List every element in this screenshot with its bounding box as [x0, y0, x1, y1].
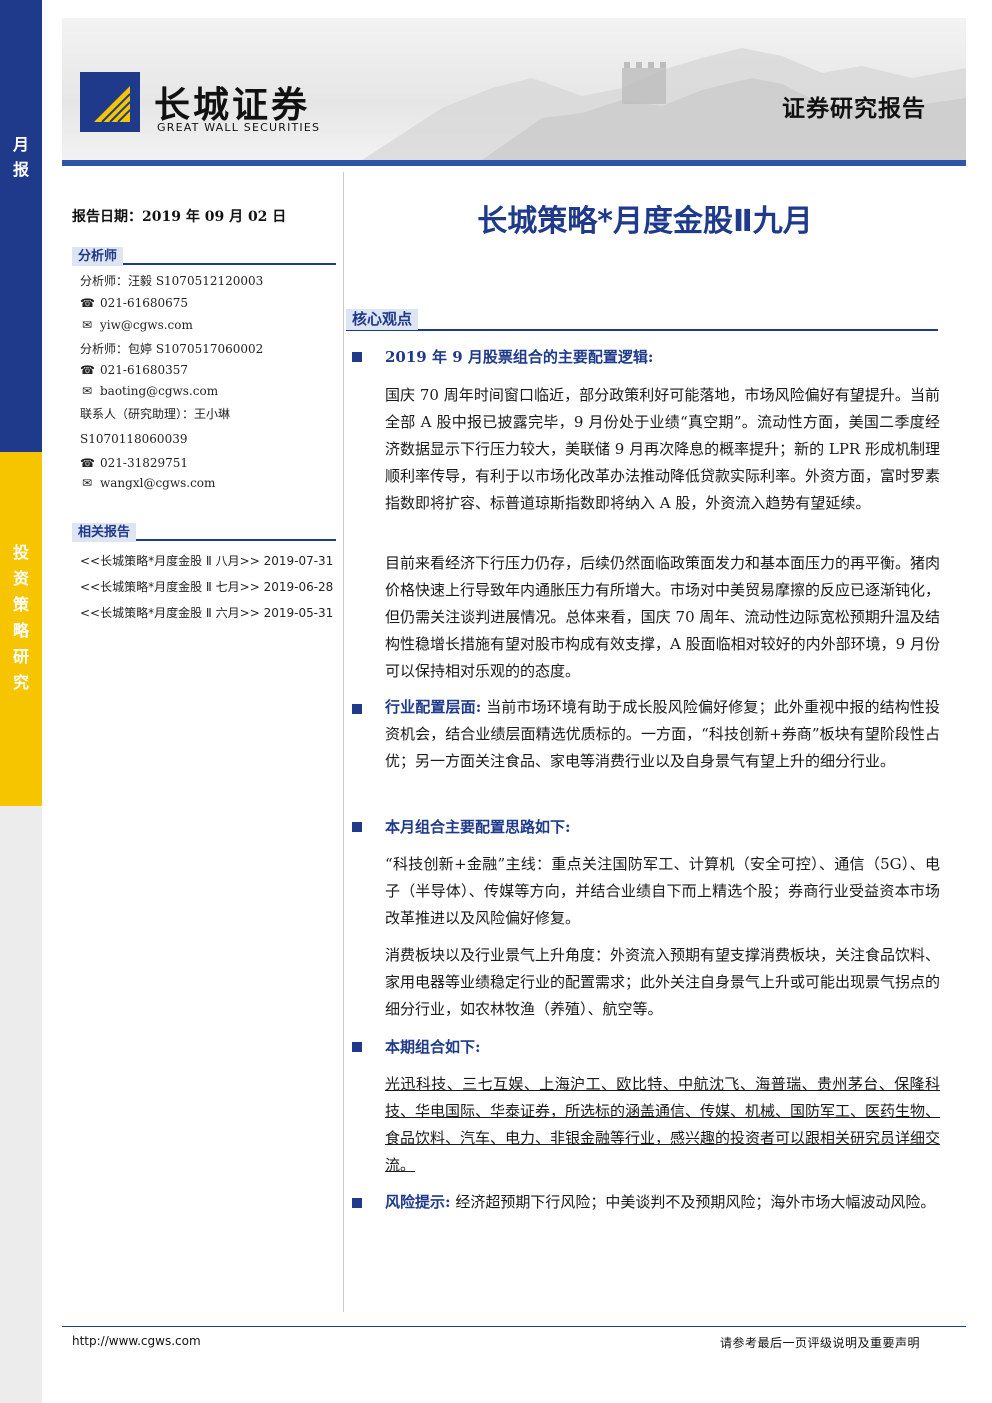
- analyst-contact-line: 分析师：包婷 S1070517060002: [80, 340, 263, 357]
- industry-text: 当前市场环境有助于成长股风险偏好修复；此外重视中报的结构性投资机会，结合业绩层面…: [385, 698, 940, 770]
- paragraph-consumer: 消费板块以及行业景气上升角度：外资流入预期有望支撑消费板块，关注食品饮料、家用电…: [385, 946, 941, 1018]
- paragraph-risk: 风险提示: 经济超预期下行风险；中美谈判不及预期风险；海外市场大幅波动风险。: [385, 1189, 940, 1216]
- related-section-label: 相关报告: [72, 523, 137, 542]
- mail-icon: ✉: [81, 384, 93, 398]
- paragraph-portfolio: 光迅科技、三七互娱、上海沪工、欧比特、中航沈飞、海普瑞、贵州茅台、保隆科技、华电…: [385, 1075, 941, 1174]
- logo-wordmark-en: GREAT WALL SECURITIES: [157, 121, 321, 134]
- side-band-gray: [0, 806, 42, 1403]
- paragraph-logic-2: 目前来看经济下行压力仍存，后续仍然面临政策面发力和基本面压力的再平衡。猪肉价格快…: [385, 554, 941, 680]
- bullet-square-icon: [352, 822, 362, 832]
- side-band: [0, 0, 42, 1403]
- analyst-contact-text: 021-31829751: [100, 456, 189, 470]
- analyst-contact-text[interactable]: yiw@cgws.com: [100, 318, 193, 332]
- side-label-monthly: 月 报: [12, 135, 29, 179]
- core-section-header: 核心观点: [346, 309, 938, 331]
- analyst-contact-line: 联系人（研究助理）：王小琳: [80, 405, 230, 422]
- footer-rule: [62, 1326, 966, 1327]
- risk-text: 经济超预期下行风险；中美谈判不及预期风险；海外市场大幅波动风险。: [450, 1193, 936, 1211]
- paragraph-industry: 行业配置层面: 当前市场环境有助于成长股风险偏好修复；此外重视中报的结构性投资机…: [385, 694, 940, 775]
- analyst-contact-text: 分析师：汪毅 S1070512120003: [80, 274, 264, 288]
- paragraph-logic-1: 国庆 70 周年时间窗口临近，部分政策利好可能落地，市场风险偏好有望提升。当前全…: [385, 386, 941, 512]
- phone-icon: ☎: [80, 296, 95, 310]
- side-label-strategy: 投 资 策 略 研 究: [12, 543, 29, 692]
- side-band-navy: [0, 0, 42, 452]
- related-report-link[interactable]: <<长城策略*月度金股 Ⅱ 七月>> 2019-06-28: [80, 580, 334, 594]
- risk-lead: 风险提示:: [385, 1193, 451, 1211]
- phone-icon: ☎: [80, 456, 95, 470]
- great-wall-logo-icon: [80, 72, 140, 132]
- analyst-contact-line: ✉ wangxl@cgws.com: [80, 476, 215, 490]
- bullet-heading-allocation: 本月组合主要配置思路如下:: [385, 818, 571, 836]
- paragraph-tech-finance: “科技创新+金融”主线：重点关注国防军工、计算机（安全可控）、通信（5G）、电子…: [385, 855, 940, 927]
- analyst-contact-line: ✉ yiw@cgws.com: [80, 318, 193, 332]
- analyst-contact-line: 分析师：汪毅 S1070512120003: [80, 272, 263, 289]
- great-wall-illustration: [362, 48, 966, 160]
- report-date: 报告日期：2019 年 09 月 02 日: [72, 209, 287, 225]
- side-band-yellow: [0, 452, 42, 806]
- logo-wordmark-cn: 长城证券: [154, 85, 311, 126]
- analyst-contact-text[interactable]: baoting@cgws.com: [100, 384, 219, 398]
- analyst-contact-line: ☎ 021-61680675: [80, 296, 188, 310]
- bullet-square-icon: [352, 352, 362, 362]
- analyst-contact-line: ✉ baoting@cgws.com: [80, 384, 218, 398]
- related-section-header: 相关报告: [72, 521, 336, 542]
- bullet-square-icon: [352, 1042, 362, 1052]
- analyst-contact-text: S1070118060039: [80, 432, 188, 446]
- mail-icon: ✉: [81, 476, 93, 490]
- analyst-contact-text[interactable]: wangxl@cgws.com: [100, 476, 216, 490]
- bullet-heading-logic: 2019 年 9 月股票组合的主要配置逻辑:: [385, 348, 654, 366]
- report-type: 证券研究报告: [782, 96, 926, 122]
- analyst-section-header: 分析师: [72, 245, 336, 266]
- header-rule: [62, 160, 966, 166]
- bullet-square-icon: [352, 704, 362, 714]
- analyst-contact-text: 021-61680675: [100, 296, 189, 310]
- related-report-link[interactable]: <<长城策略*月度金股 Ⅱ 八月>> 2019-07-31: [80, 554, 334, 568]
- bullet-heading-portfolio: 本期组合如下:: [385, 1038, 481, 1056]
- mail-icon: ✉: [81, 318, 93, 332]
- analyst-contact-line: S1070118060039: [80, 432, 187, 446]
- footer-disclaimer-note: 请参考最后一页评级说明及重要声明: [719, 1336, 920, 1350]
- footer-url-link[interactable]: http://www.cgws.com: [72, 1334, 201, 1348]
- analyst-contact-text: 联系人（研究助理）：王小琳: [80, 407, 231, 421]
- bullet-square-icon: [352, 1198, 362, 1208]
- column-divider: [343, 172, 344, 1312]
- header-banner: [62, 18, 966, 160]
- related-report-link[interactable]: <<长城策略*月度金股 Ⅱ 六月>> 2019-05-31: [80, 606, 334, 620]
- analyst-contact-line: ☎ 021-31829751: [80, 456, 188, 470]
- analyst-contact-text: 分析师：包婷 S1070517060002: [80, 342, 264, 356]
- page-title: 长城策略*月度金股Ⅱ九月: [477, 204, 813, 239]
- core-section-label: 核心观点: [346, 309, 419, 330]
- analyst-contact-line: ☎ 021-61680357: [80, 363, 188, 377]
- phone-icon: ☎: [80, 363, 95, 377]
- industry-lead: 行业配置层面:: [385, 698, 482, 716]
- analyst-section-label: 分析师: [72, 247, 124, 266]
- analyst-contact-text: 021-61680357: [100, 363, 189, 377]
